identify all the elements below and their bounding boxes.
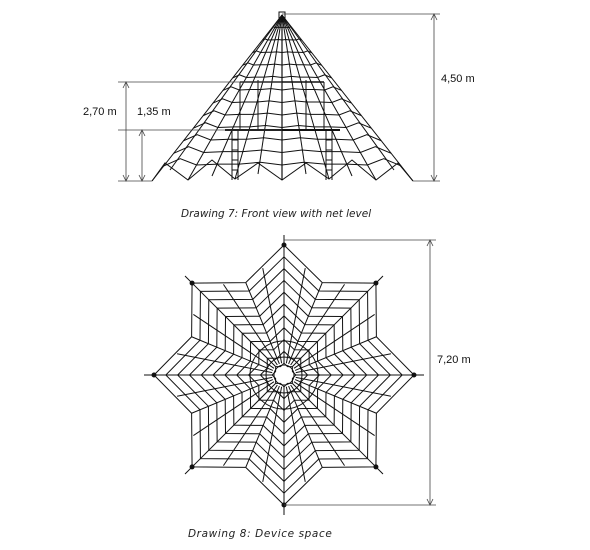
- radial-rope: [294, 379, 377, 414]
- web-ring: [236, 327, 332, 423]
- radial-rope: [288, 385, 323, 468]
- dimension-arrow: [122, 81, 130, 89]
- top-dimension-lines: [284, 239, 436, 506]
- radial-rope: [294, 336, 377, 371]
- platform-height-label: 2,70 m: [83, 106, 117, 118]
- radial-rope: [257, 14, 283, 175]
- web-ring: [271, 362, 297, 388]
- radial-rope: [245, 385, 280, 468]
- front-view-caption: Drawing 7: Front view with net level: [181, 208, 372, 220]
- radial-rope: [245, 282, 280, 365]
- dimension-arrow: [426, 239, 434, 247]
- diameter-label: 7,20 m: [437, 354, 471, 366]
- radial-rope: [169, 14, 283, 171]
- hub-ring: [273, 364, 295, 386]
- web-ring: [200, 291, 368, 459]
- dimension-arrow: [426, 498, 434, 506]
- total-height-label: 4,50 m: [441, 73, 475, 85]
- dimension-arrow: [122, 174, 130, 182]
- radial-rope: [281, 14, 395, 171]
- front-dimension-lines: [118, 13, 440, 182]
- radial-rope: [281, 14, 307, 175]
- inner-ring: [249, 340, 319, 410]
- web-ring: [259, 351, 309, 400]
- dimension-arrow: [138, 174, 146, 182]
- dimension-arrow: [430, 13, 438, 21]
- radial-rope: [191, 336, 274, 371]
- web-ring: [165, 256, 403, 494]
- radial-rope: [281, 14, 353, 177]
- pyramid-net: [151, 11, 414, 182]
- web-ring: [176, 268, 392, 483]
- net-level-label: 1,35 m: [137, 106, 171, 118]
- dimension-arrow: [138, 129, 146, 137]
- spider-web-net: [144, 235, 424, 515]
- radial-rope: [191, 379, 274, 414]
- radial-rope: [288, 282, 323, 365]
- hub-ring: [265, 356, 303, 394]
- radial-rope: [211, 14, 283, 177]
- web-ring: [247, 339, 321, 412]
- web-ring: [224, 315, 344, 435]
- device-space-caption: Drawing 8: Device space: [188, 528, 333, 540]
- web-ring: [212, 303, 356, 447]
- dimension-arrow: [430, 174, 438, 182]
- web-ring: [188, 280, 380, 471]
